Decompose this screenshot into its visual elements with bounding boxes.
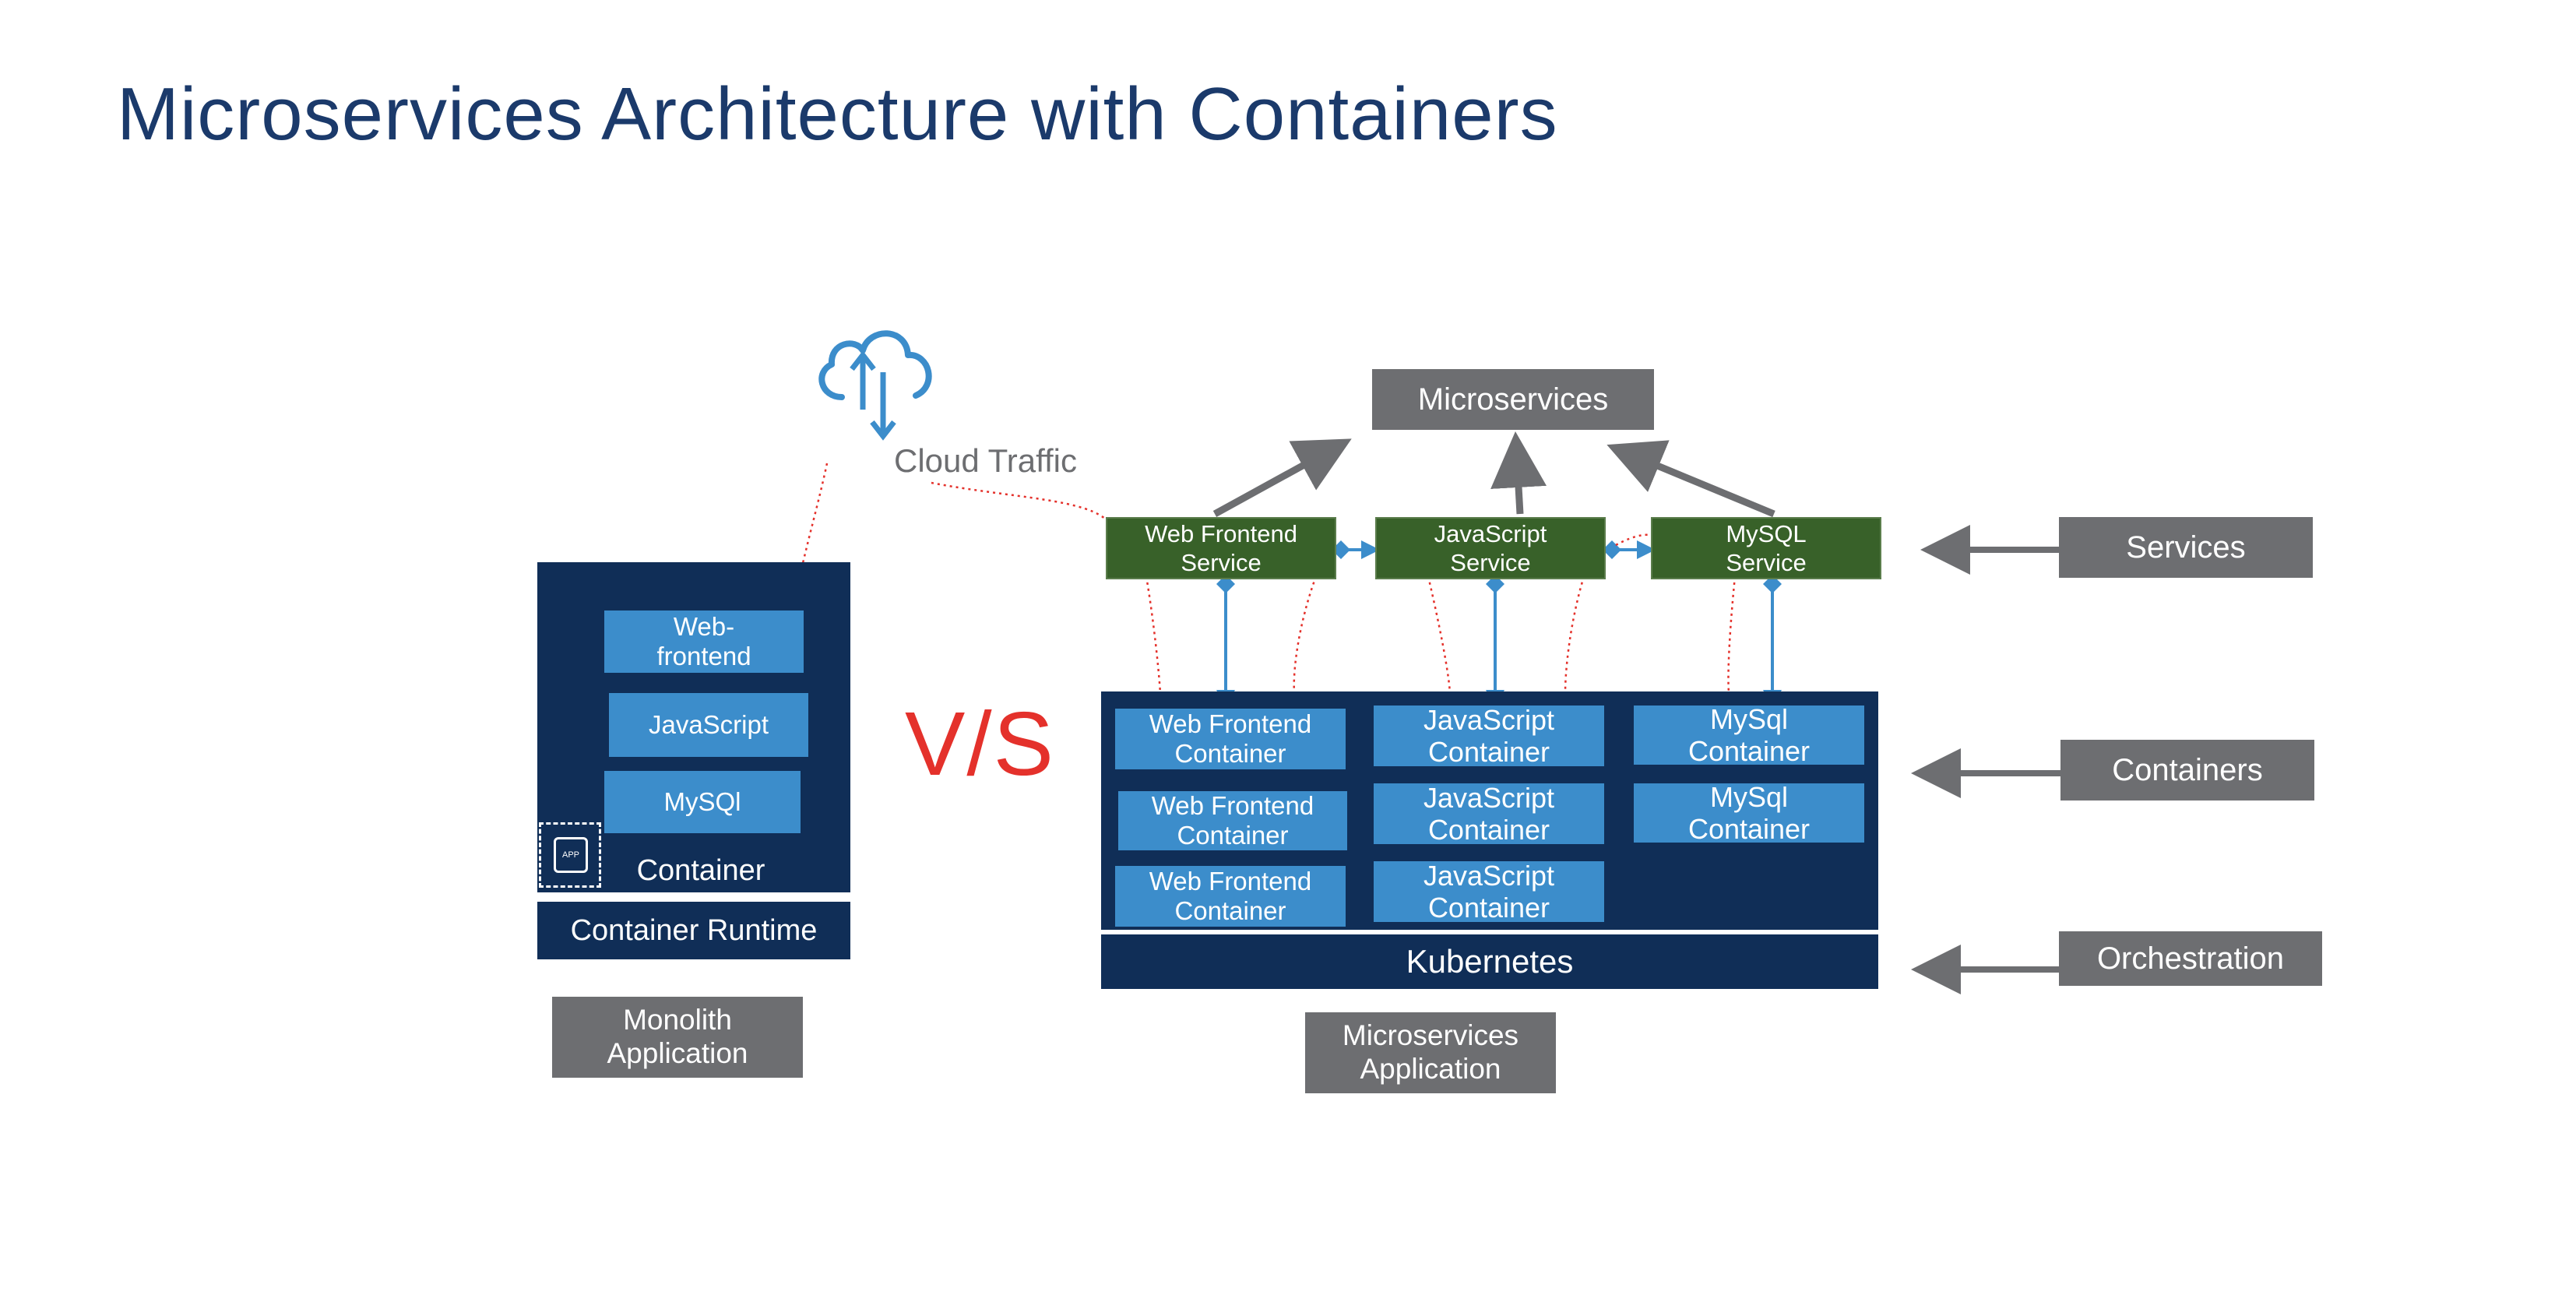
- monolith-container-label: Container: [636, 853, 765, 887]
- legend-containers: Containers: [2060, 740, 2314, 801]
- app-icon: APP: [539, 822, 601, 888]
- container-mysql-1: MySql Container: [1634, 703, 1864, 767]
- container-javascript-2: JavaScript Container: [1374, 782, 1604, 846]
- arrow-mysql-to-microservices: [1606, 440, 1775, 518]
- kubernetes-layer: Kubernetes: [1101, 934, 1878, 989]
- legend-orchestration: Orchestration: [2059, 931, 2322, 986]
- container-webfrontend-3: Web Frontend Container: [1115, 866, 1346, 927]
- monolith-mysql: MySQl: [604, 771, 801, 833]
- container-webfrontend-1: Web Frontend Container: [1115, 709, 1346, 769]
- microservices-application-caption: Microservices Application: [1305, 1012, 1556, 1093]
- container-javascript-1: JavaScript Container: [1374, 704, 1604, 768]
- arrow-webfrontend-to-microservices: [1212, 438, 1352, 517]
- cloud-traffic-label: Cloud Traffic: [894, 442, 1077, 479]
- monolith-webfrontend: Web- frontend: [604, 610, 804, 673]
- page-title: Microservices Architecture with Containe…: [117, 72, 1558, 156]
- container-javascript-3: JavaScript Container: [1374, 860, 1604, 924]
- arrow-javascript-to-microservices: [1490, 431, 1547, 515]
- container-webfrontend-2: Web Frontend Container: [1118, 791, 1347, 850]
- cloud-upload-download-icon: [818, 330, 932, 441]
- legend-services: Services: [2059, 517, 2313, 578]
- container-runtime: Container Runtime: [537, 902, 850, 959]
- service-mysql: MySQL Service: [1651, 517, 1881, 579]
- app-icon-label: APP: [554, 837, 588, 873]
- service-javascript: JavaScript Service: [1375, 517, 1606, 579]
- versus-label: V/S: [905, 693, 1055, 794]
- monolith-application-caption: Monolith Application: [552, 997, 803, 1078]
- monolith-javascript: JavaScript: [609, 693, 808, 757]
- container-mysql-2: MySql Container: [1634, 781, 1864, 845]
- service-webfrontend: Web Frontend Service: [1106, 517, 1336, 579]
- microservices-label: Microservices: [1372, 369, 1654, 430]
